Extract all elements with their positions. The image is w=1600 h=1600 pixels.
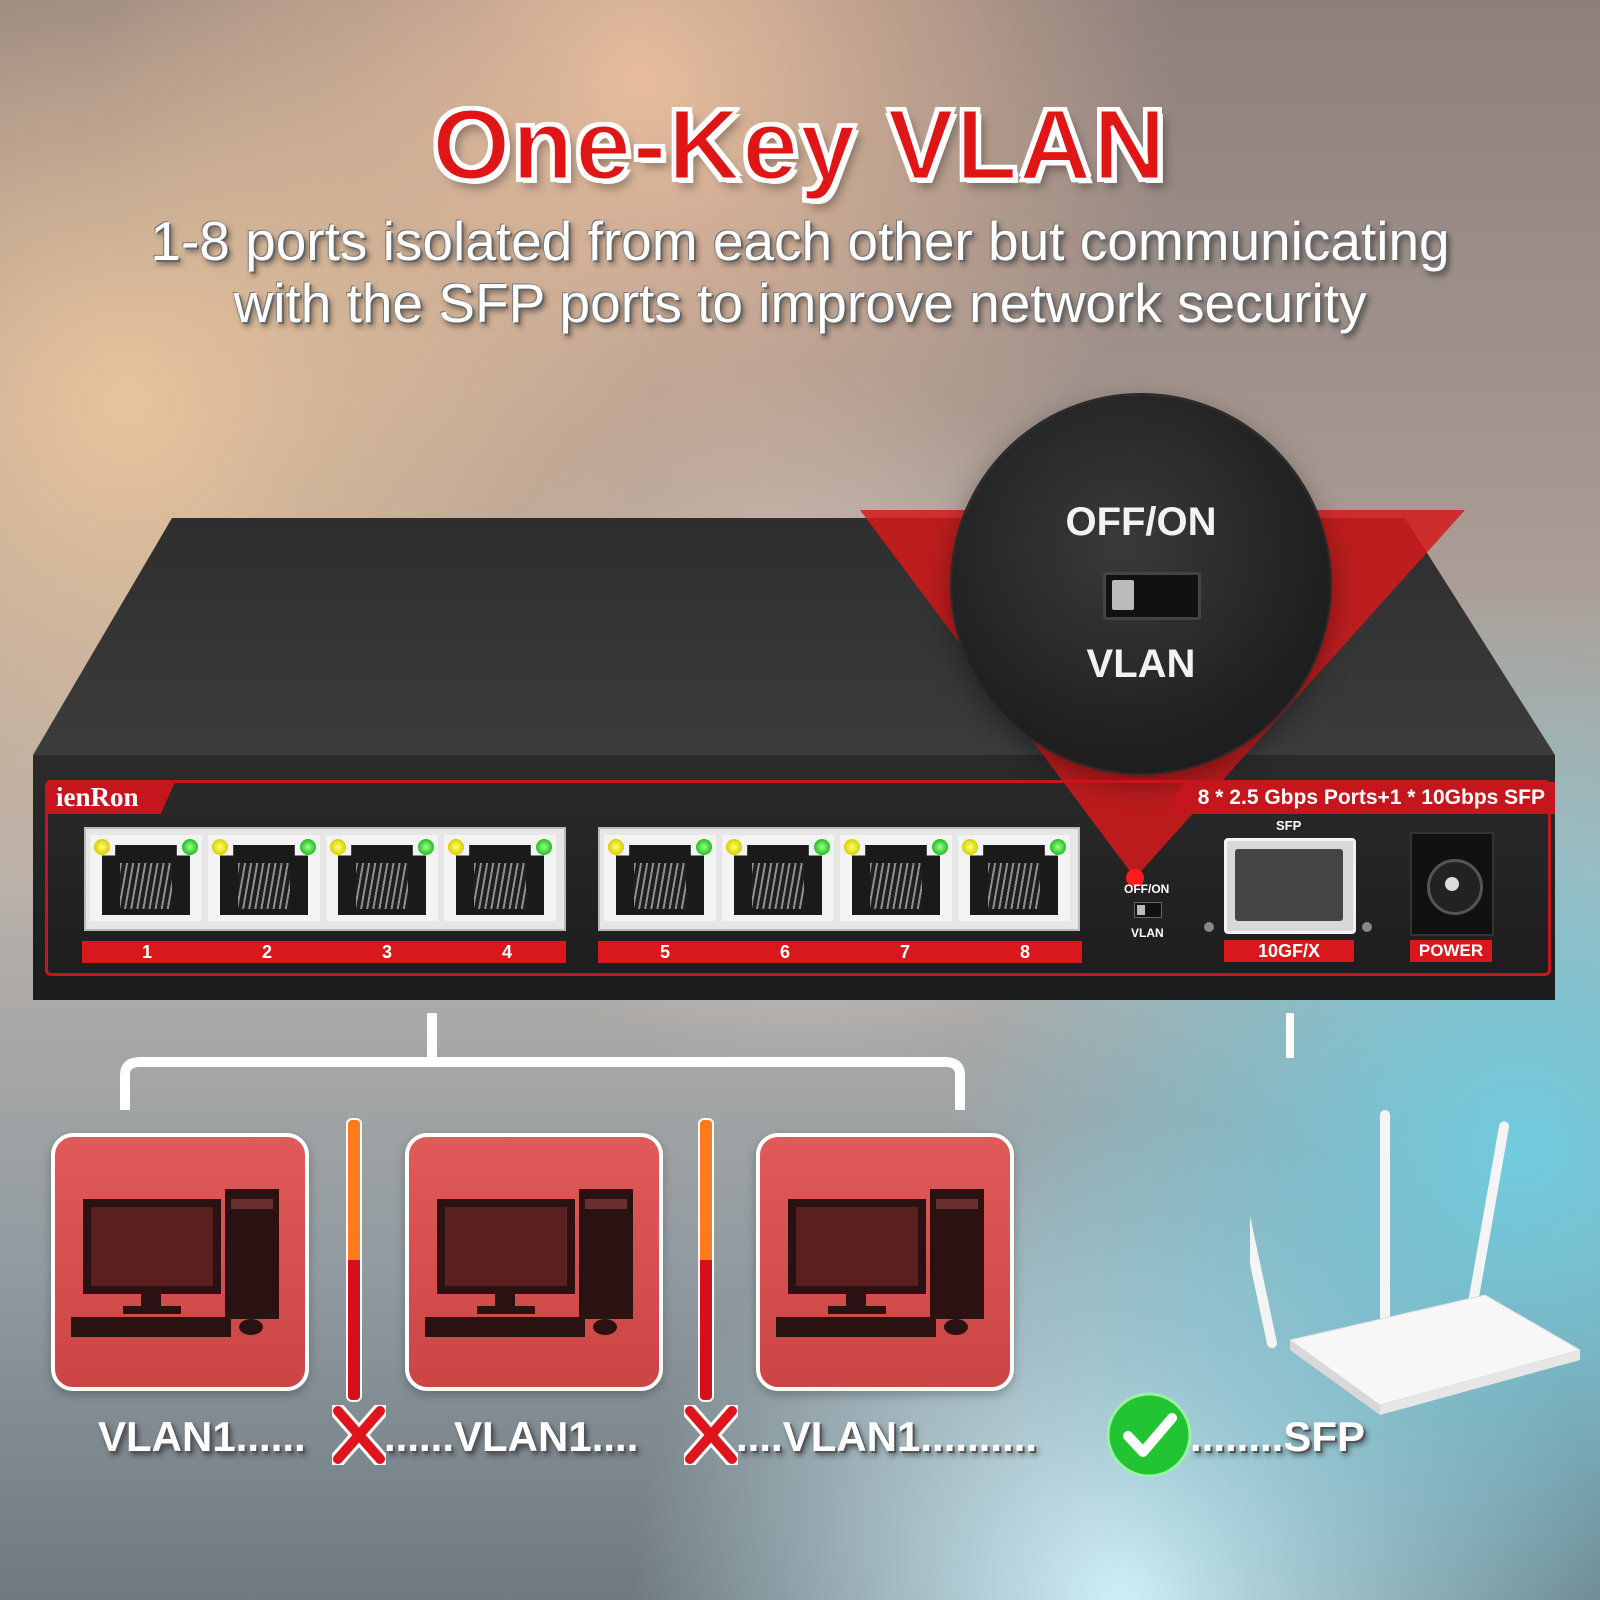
power-label: POWER xyxy=(1410,940,1492,962)
computer-icon xyxy=(776,1189,984,1337)
port-label-7: 7 xyxy=(900,942,911,962)
led-icon xyxy=(330,839,346,855)
page-subtitle: 1-8 ports isolated from each other but c… xyxy=(0,210,1600,334)
led-icon xyxy=(536,839,552,855)
isolation-divider-1 xyxy=(346,1118,362,1402)
page-title: One-Key VLAN xyxy=(431,88,1168,203)
vlan-switch-bottom-label: VLAN xyxy=(1131,926,1164,940)
subtitle-line-2: with the SFP ports to improve network se… xyxy=(233,272,1367,334)
led-icon xyxy=(962,839,978,855)
sfp-top-label: SFP xyxy=(1276,818,1302,833)
vlan-toggle-switch[interactable] xyxy=(1134,902,1162,918)
x-icon xyxy=(332,1405,386,1465)
ethernet-port-6[interactable] xyxy=(722,835,834,921)
led-icon xyxy=(1050,839,1066,855)
led-icon xyxy=(448,839,464,855)
vlan-switch-top-label: OFF/ON xyxy=(1124,882,1170,896)
callout-top-label: OFF/ON xyxy=(1065,500,1217,544)
vlan-toggle-switch-magnified xyxy=(1103,572,1201,620)
port-label-5: 5 xyxy=(660,942,671,962)
brand-logo: ienRon xyxy=(48,780,176,814)
port-number-bar-1: 1 2 3 4 xyxy=(82,941,566,963)
sfp-label: ........SFP xyxy=(1190,1413,1366,1460)
sfp-port[interactable] xyxy=(1224,838,1356,934)
subtitle-line-1: 1-8 ports isolated from each other but c… xyxy=(150,210,1450,272)
port-number-bar-2: 5 6 7 8 xyxy=(598,941,1082,963)
ethernet-port-5[interactable] xyxy=(604,835,716,921)
ethernet-port-7[interactable] xyxy=(840,835,952,921)
front-panel xyxy=(45,780,1551,976)
led-icon xyxy=(932,839,948,855)
led-icon xyxy=(1204,922,1214,932)
computer-icon xyxy=(71,1189,279,1337)
sfp-bottom-label: 10GF/X xyxy=(1224,940,1354,962)
led-icon xyxy=(696,839,712,855)
power-port[interactable] xyxy=(1410,832,1494,936)
led-icon xyxy=(1362,922,1372,932)
vlan-label-1: VLAN1...... xyxy=(98,1413,306,1460)
computer-card-2 xyxy=(405,1133,663,1391)
led-icon xyxy=(418,839,434,855)
computer-card-1 xyxy=(51,1133,309,1391)
led-icon xyxy=(300,839,316,855)
isolation-divider-2 xyxy=(698,1118,714,1402)
port-label-8: 8 xyxy=(1020,942,1031,962)
port-group-1-4 xyxy=(84,827,566,931)
callout-bottom-label: VLAN xyxy=(1086,642,1196,686)
led-icon xyxy=(844,839,860,855)
ethernet-port-8[interactable] xyxy=(958,835,1070,921)
port-label-4: 4 xyxy=(502,942,513,962)
led-icon xyxy=(608,839,624,855)
port-label-1: 1 xyxy=(142,942,153,962)
computer-icon xyxy=(425,1189,633,1337)
led-icon xyxy=(94,839,110,855)
ethernet-port-1[interactable] xyxy=(90,835,202,921)
vlan-label-3: ....VLAN1.......... xyxy=(736,1413,1038,1460)
x-icon xyxy=(684,1405,738,1465)
led-icon xyxy=(182,839,198,855)
check-icon xyxy=(1106,1392,1192,1478)
led-icon xyxy=(726,839,742,855)
port-label-3: 3 xyxy=(382,942,393,962)
ethernet-port-3[interactable] xyxy=(326,835,438,921)
spec-label: 8 * 2.5 Gbps Ports+1 * 10Gbps SFP xyxy=(1165,782,1555,814)
computer-card-3 xyxy=(756,1133,1014,1391)
ethernet-port-2[interactable] xyxy=(208,835,320,921)
led-icon xyxy=(814,839,830,855)
port-label-6: 6 xyxy=(780,942,791,962)
port-label-2: 2 xyxy=(262,942,273,962)
led-icon xyxy=(212,839,228,855)
router-icon xyxy=(1250,1110,1582,1415)
vlan-label-2: ......VLAN1.... xyxy=(384,1413,639,1460)
port-group-5-8 xyxy=(598,827,1080,931)
ethernet-port-4[interactable] xyxy=(444,835,556,921)
vlan-indicator-dot xyxy=(1126,869,1144,887)
